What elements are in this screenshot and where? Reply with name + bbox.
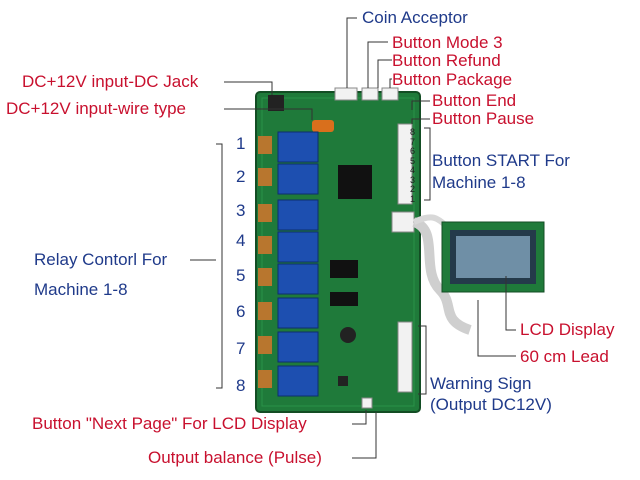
button-package-label: Button Package [392,70,513,89]
output-balance-label: Output balance (Pulse) [148,448,322,467]
leader-lines [190,17,516,459]
relay-stack [258,131,319,397]
wire-terminal [312,120,334,132]
lcd-module [441,221,545,293]
pin-label: 8 [410,127,416,137]
button-start-label-1: Button START For [432,151,570,170]
dc-wire-label: DC+12V input-wire type [6,99,187,118]
relay-number: 3 [236,201,246,220]
warning-label-1: Warning Sign [430,374,532,393]
main-chip [338,165,372,199]
pin-label: 5 [410,155,416,166]
pin-label: 1 [410,193,416,204]
button-pause-label: Button Pause [432,109,535,128]
ribbon-cable [411,217,472,335]
lcd-display-label: LCD Display [520,320,615,339]
relay-number: 8 [236,376,246,395]
dc-jack-label: DC+12V input-DC Jack [22,72,199,91]
relay-label-2: Machine 1-8 [34,280,128,299]
relay-label-1: Relay Contorl For [34,250,168,269]
button-end-label: Button End [432,91,517,110]
relay-number: 4 [236,231,246,250]
next-page-label: Button "Next Page" For LCD Display [32,414,307,433]
relay-number: 6 [236,302,246,321]
dc-jack [268,95,284,111]
top-connectors [334,87,399,101]
relay-number: 2 [236,167,246,186]
relay-number: 5 [236,266,246,285]
lead-label: 60 cm Lead [520,347,609,366]
button-refund-label: Button Refund [392,51,501,70]
relay-number: 7 [236,339,246,358]
warning-label-2: (Output DC12V) [430,395,552,414]
pin-label: 7 [410,136,416,147]
button-start-label-2: Machine 1-8 [432,173,526,192]
connector-pin-labels: 8 7 6 5 4 3 2 1 [410,127,416,204]
pin-label: 3 [410,174,416,185]
relay-number: 1 [236,134,246,153]
button-mode-3-label: Button Mode 3 [392,33,503,52]
coin-acceptor-label: Coin Acceptor [362,8,468,27]
start-button-connector [397,123,413,205]
warning-connector [397,321,413,393]
pin-label: 2 [410,184,416,194]
pin-label: 6 [410,146,416,156]
pin-label: 4 [410,165,416,175]
